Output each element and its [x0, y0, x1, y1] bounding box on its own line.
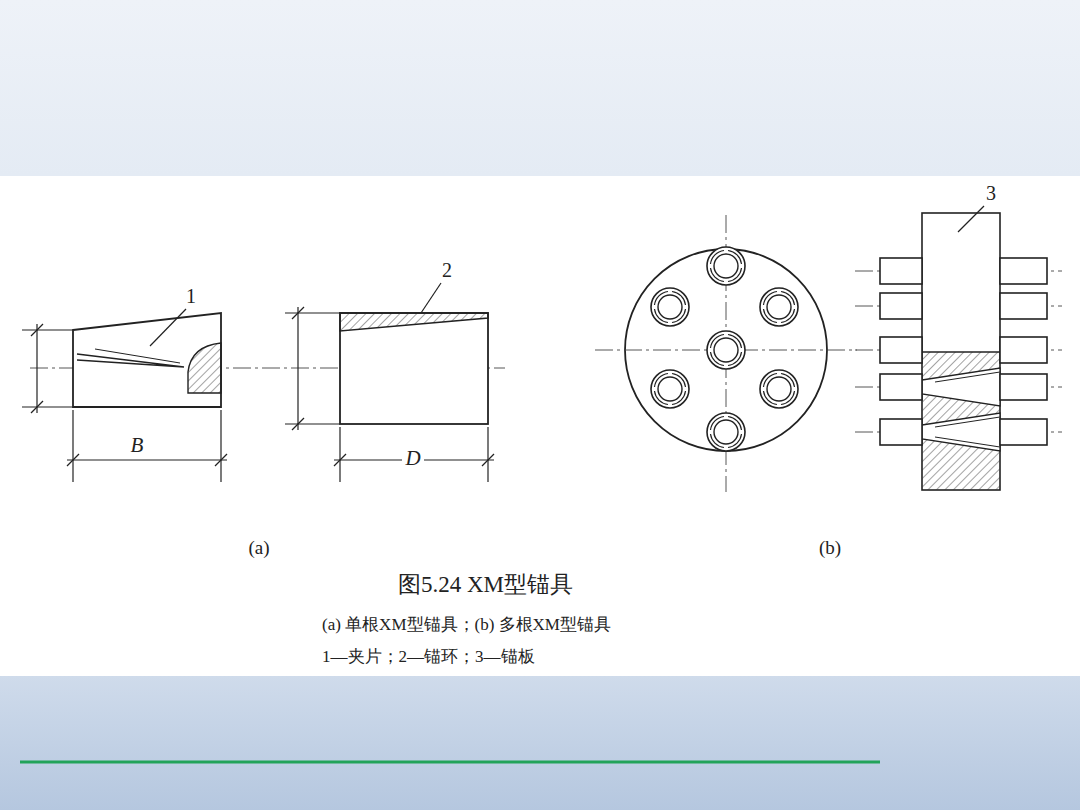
anchor-plate-section: [855, 206, 1062, 490]
anchor-plate-front: [595, 215, 857, 492]
subfigure-label: (b): [819, 538, 841, 559]
figure-caption: 图5.24 XM型锚具: [398, 572, 573, 597]
legend-note: 1—夹片；2—锚环；3—锚板: [322, 648, 535, 667]
dimension-label: D: [402, 447, 423, 470]
subcaption: (a) 单根XM型锚具；(b) 多根XM型锚具: [322, 616, 611, 635]
anchor-ring: [340, 313, 488, 424]
top-band: [0, 0, 1080, 176]
callout-number: 2: [442, 259, 452, 281]
wedge-clip: [73, 313, 221, 407]
figure-panel: [0, 176, 1080, 676]
dimension-label: B: [131, 434, 144, 457]
callout-number: 3: [986, 182, 996, 204]
green-rule: [20, 761, 880, 764]
bottom-band: [0, 676, 1080, 810]
subfigure-label: (a): [248, 538, 269, 559]
callout-number: 1: [186, 285, 196, 307]
dimension-lines: [285, 283, 494, 482]
dimension-lines: [22, 309, 227, 482]
